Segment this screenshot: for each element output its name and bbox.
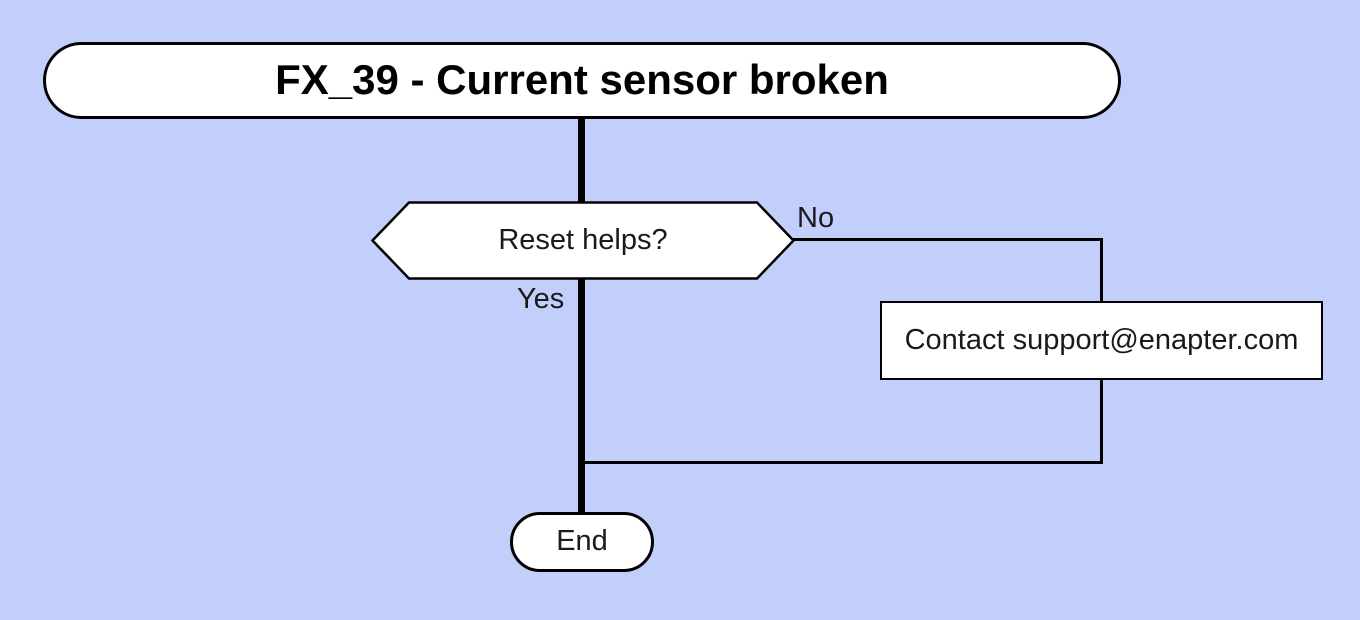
action-node: Contact support@enapter.com	[880, 301, 1323, 380]
edge-yes-to-end	[578, 278, 585, 515]
action-label: Contact support@enapter.com	[904, 323, 1299, 356]
hexagon-shape	[371, 201, 795, 280]
decision-label: Reset helps?	[498, 224, 668, 256]
edge-action-down	[1100, 379, 1103, 463]
no-branch-label: No	[797, 202, 835, 234]
title-node: FX_39 - Current sensor broken	[43, 42, 1121, 119]
edge-title-to-decision	[578, 118, 585, 204]
end-node: End	[510, 512, 654, 572]
hexagon-polygon	[371, 201, 795, 280]
yes-branch-label: Yes	[517, 283, 565, 315]
edge-no-horizontal	[791, 238, 1103, 241]
diagram-title: FX_39 - Current sensor broken	[275, 56, 889, 104]
edge-action-to-end-line	[581, 461, 1103, 464]
end-label: End	[556, 525, 608, 558]
edge-no-down-to-action	[1100, 238, 1103, 303]
decision-node: Reset helps?	[371, 201, 795, 280]
